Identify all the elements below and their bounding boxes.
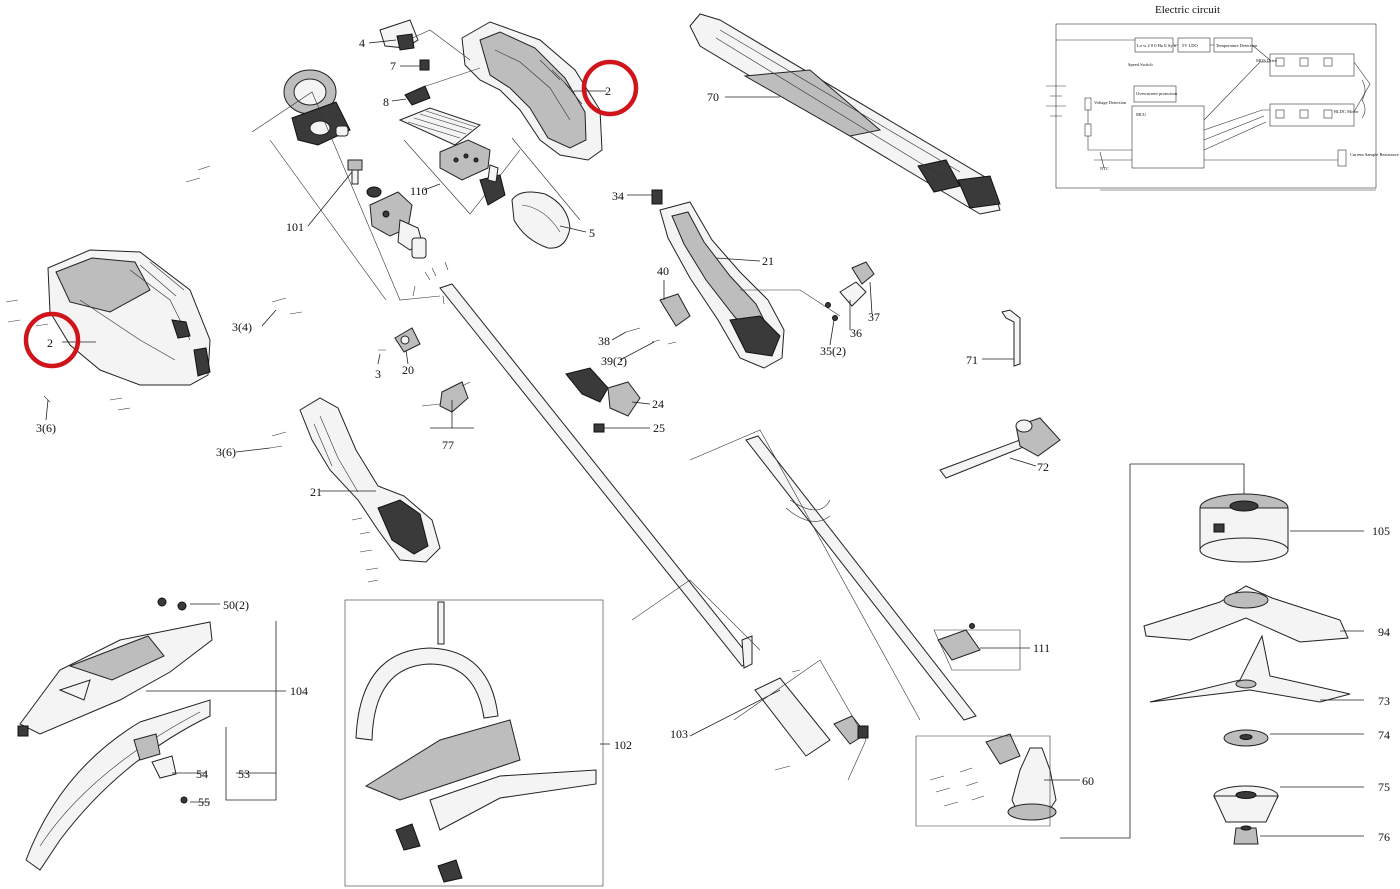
gear-head-part [369,191,427,259]
label-70: 70 [707,90,719,104]
rotor-shaft-part [347,159,382,198]
trigger-assembly-part [565,293,691,433]
nut-76 [1233,825,1259,845]
circuit-label-i: NTC [1100,166,1109,171]
clamp-bracket-part [394,327,421,353]
label-104: 104 [290,684,308,698]
label-50: 50(2) [223,598,249,612]
label-21-bottom: 21 [310,485,322,499]
label-105: 105 [1372,524,1390,538]
lower-shaft-tube [745,435,977,721]
leader-lines [45,29,1364,839]
cutting-blade-73 [1149,634,1351,703]
loose-screws-left [5,165,386,583]
line-trimmer-head-105 [1199,493,1289,563]
label-37: 37 [868,310,880,324]
label-60: 60 [1082,774,1094,788]
label-102: 102 [614,738,632,752]
guard-104 [17,597,213,737]
box-wrench-part [939,417,1061,479]
circuit-label-a: Lo w 2 0 0 Ha lf Sy n [1137,43,1177,48]
label-8: 8 [383,95,389,109]
switch-cover-part [379,19,419,51]
label-3: 3 [375,367,381,381]
guard-bracket-111 [937,623,981,661]
circuit-label-b: Speed Switch [1128,62,1153,67]
circuit-label-k: Temperature Detection [1216,43,1258,48]
label-2-left: 2 [47,336,53,350]
label-77: 77 [442,438,454,452]
label-21-top: 21 [762,254,774,268]
label-38: 38 [598,334,610,348]
label-103: 103 [670,727,688,741]
label-110: 110 [410,184,428,198]
label-20: 20 [402,363,414,377]
handle-21-top [651,189,785,369]
label-73: 73 [1378,694,1390,708]
label-94: 94 [1378,625,1390,639]
cup-nut-75 [1213,785,1279,823]
label-25: 25 [653,421,665,435]
label-3-6-mid: 3(6) [216,445,236,459]
small-screws-part [412,261,449,305]
motor-housing-half [461,21,603,161]
circuit-label-d: Voltage Detection [1094,100,1127,105]
circuit-label-e: Current Sample Resistance [1350,152,1399,157]
label-55: 55 [198,795,210,809]
blade-guard-94 [1143,585,1349,643]
blade-washer-74 [1223,729,1269,747]
shoulder-strap-part [689,13,1001,215]
label-101: 101 [286,220,304,234]
label-3-4: 3(4) [232,320,252,334]
label-76: 76 [1378,830,1390,844]
label-39: 39(2) [601,354,627,368]
label-53: 53 [238,767,250,781]
circuit-label-g: BLDC Motor [1334,109,1359,114]
label-36: 36 [850,326,862,340]
gear-head-60 [929,733,1057,821]
circuit-label-j: 5V LDO [1182,43,1199,48]
motor-stator-part [283,69,351,146]
heat-sink-part [398,107,482,146]
electric-circuit-schematic: Electric circuit Lo w 2 0 0 Ha lf Sy n 5… [1046,4,1399,191]
clamp-77-part [421,381,471,413]
trigger-small-part [404,85,431,106]
rear-handle-21-bottom [299,397,441,563]
hex-key-part [1001,309,1021,367]
battery-latch-part [511,191,571,249]
label-111: 111 [1033,641,1050,655]
spring-part [419,59,430,71]
label-3-6-left: 3(6) [36,421,56,435]
label-75: 75 [1378,780,1390,794]
upper-shaft-tube [439,283,753,669]
connector-block-part [439,139,506,206]
label-40: 40 [657,264,669,278]
callout-labels: 4 7 8 2 70 110 5 101 34 21 40 38 39(2) 3… [36,36,1390,844]
loop-handle-102 [344,599,604,887]
label-2-top: 2 [605,84,611,98]
label-4: 4 [359,36,365,50]
label-24: 24 [652,397,664,411]
main-housing-left [47,249,211,386]
label-35: 35(2) [820,344,846,358]
guard-53 [25,699,211,871]
label-7: 7 [390,59,396,73]
label-5: 5 [589,226,595,240]
label-72: 72 [1037,460,1049,474]
highlight-circle-top [581,59,639,117]
label-34: 34 [612,189,624,203]
circuit-label-c: MCU [1136,112,1147,117]
circuit-label-h: Overcurrent protection [1136,91,1178,96]
lock-knob-part [825,261,875,321]
highlight-circle-left [23,311,81,369]
label-71: 71 [966,353,978,367]
label-74: 74 [1378,728,1390,742]
shaft-coupler-103 [754,669,869,771]
label-54: 54 [196,767,208,781]
circuit-title: Electric circuit [1155,4,1220,16]
circuit-label-f: MOS Drive [1256,58,1277,63]
